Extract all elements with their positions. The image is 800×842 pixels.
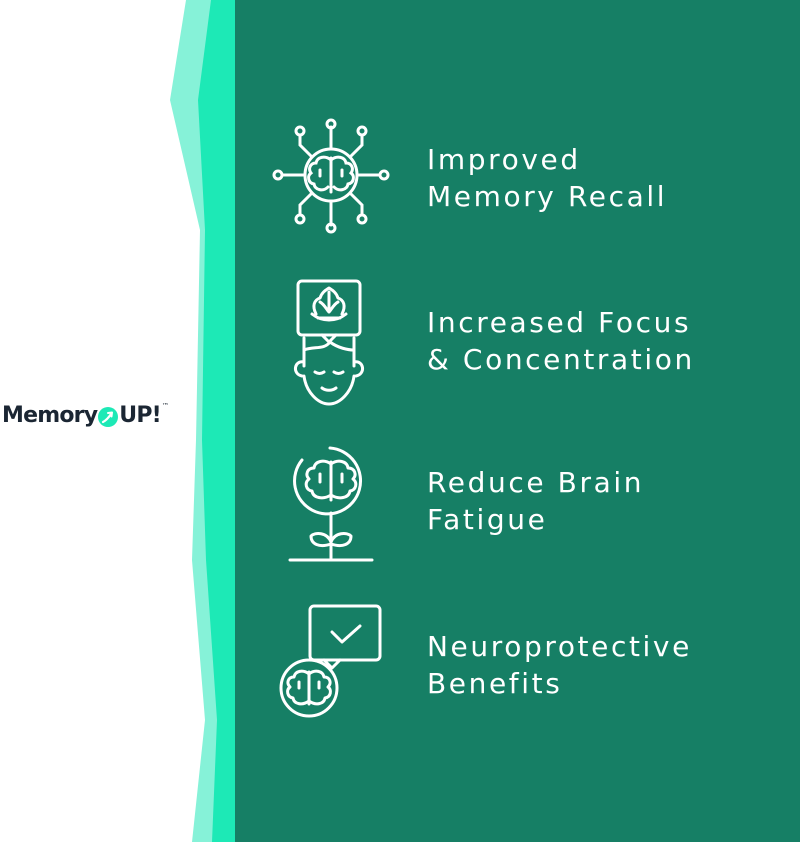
meditating-head-lotus-icon [294, 279, 364, 406]
benefit-item-neuroprotective: Neuroprotective Benefits [260, 600, 800, 750]
benefit-label: Improved Memory Recall [427, 143, 668, 213]
benefit-item-focus: Increased Focus & Concentration [260, 278, 800, 428]
benefit-item-brain-fatigue: Reduce Brain Fatigue [260, 440, 800, 590]
bright-band [198, 0, 240, 842]
benefit-item-memory-recall: Improved Memory Recall [260, 115, 800, 265]
brand-logo: Memory UP! ™ [2, 398, 169, 434]
trademark-symbol: ™ [161, 402, 169, 410]
benefit-label: Increased Focus & Concentration [427, 306, 695, 376]
brain-checkmark-icon [279, 604, 382, 718]
logo-text-up: UP! [119, 403, 161, 428]
benefit-label: Reduce Brain Fatigue [427, 466, 645, 536]
arrow-up-badge-icon [98, 407, 119, 427]
logo-text-memory: Memory [2, 403, 98, 428]
brain-flower-icon [288, 446, 374, 562]
benefit-label: Neuroprotective Benefits [427, 630, 692, 700]
dark-panel [235, 0, 800, 842]
brain-network-icon [272, 118, 390, 234]
